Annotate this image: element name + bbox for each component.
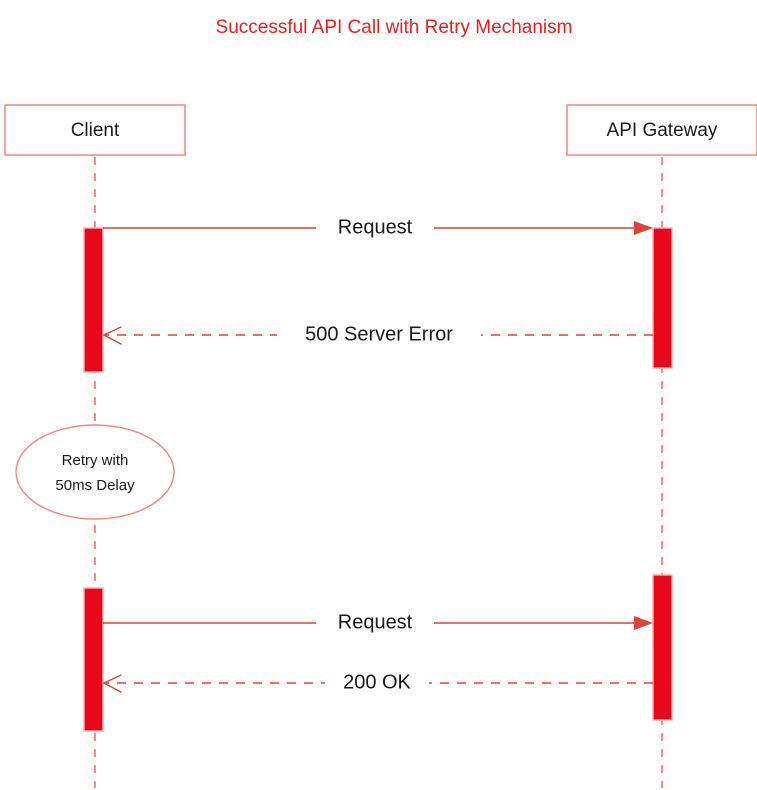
participant-box-client[interactable]	[4, 104, 186, 156]
message-label-request-2: Request	[338, 611, 413, 633]
arrowhead-right-request-1	[634, 221, 653, 235]
activation-bar-client-2	[83, 587, 104, 732]
activation-bar-client-1	[83, 227, 104, 373]
message-label-backdrop-3	[316, 609, 434, 637]
message-label-backdrop-4	[325, 668, 429, 698]
message-label-500-server-error: 500 Server Error	[305, 323, 453, 345]
diagram-title: Successful API Call with Retry Mechanism	[216, 17, 573, 38]
note-label-retry-line1: Retry with	[62, 452, 129, 469]
note-label-retry-line2: 50ms Delay	[55, 477, 135, 494]
participant-box-api-gateway[interactable]	[566, 104, 757, 156]
message-500-server-error: 500 Server Error	[102, 320, 653, 350]
arrowhead-left-200-ok	[102, 674, 122, 693]
message-request-1: Request	[103, 214, 653, 242]
message-label-backdrop-2	[277, 320, 481, 350]
participant-client[interactable]: Client	[4, 104, 186, 156]
message-label-backdrop-1	[316, 214, 434, 242]
activation-bar-api-gateway-1	[652, 227, 673, 369]
activation-bar-api-gateway-2	[652, 574, 673, 721]
message-label-request-1: Request	[338, 216, 413, 238]
arrowhead-left-500-server-error	[102, 326, 122, 345]
message-request-2: Request	[103, 609, 653, 637]
message-label-200-ok: 200 OK	[343, 671, 411, 693]
message-200-ok: 200 OK	[102, 668, 653, 698]
participant-api-gateway[interactable]: API Gateway	[566, 104, 757, 156]
participant-label-api-gateway: API Gateway	[607, 120, 718, 141]
note-ellipse-retry	[15, 424, 175, 520]
note-retry-delay: Retry with 50ms Delay	[15, 424, 175, 520]
participant-label-client: Client	[71, 120, 120, 141]
arrowhead-right-request-2	[634, 616, 653, 630]
